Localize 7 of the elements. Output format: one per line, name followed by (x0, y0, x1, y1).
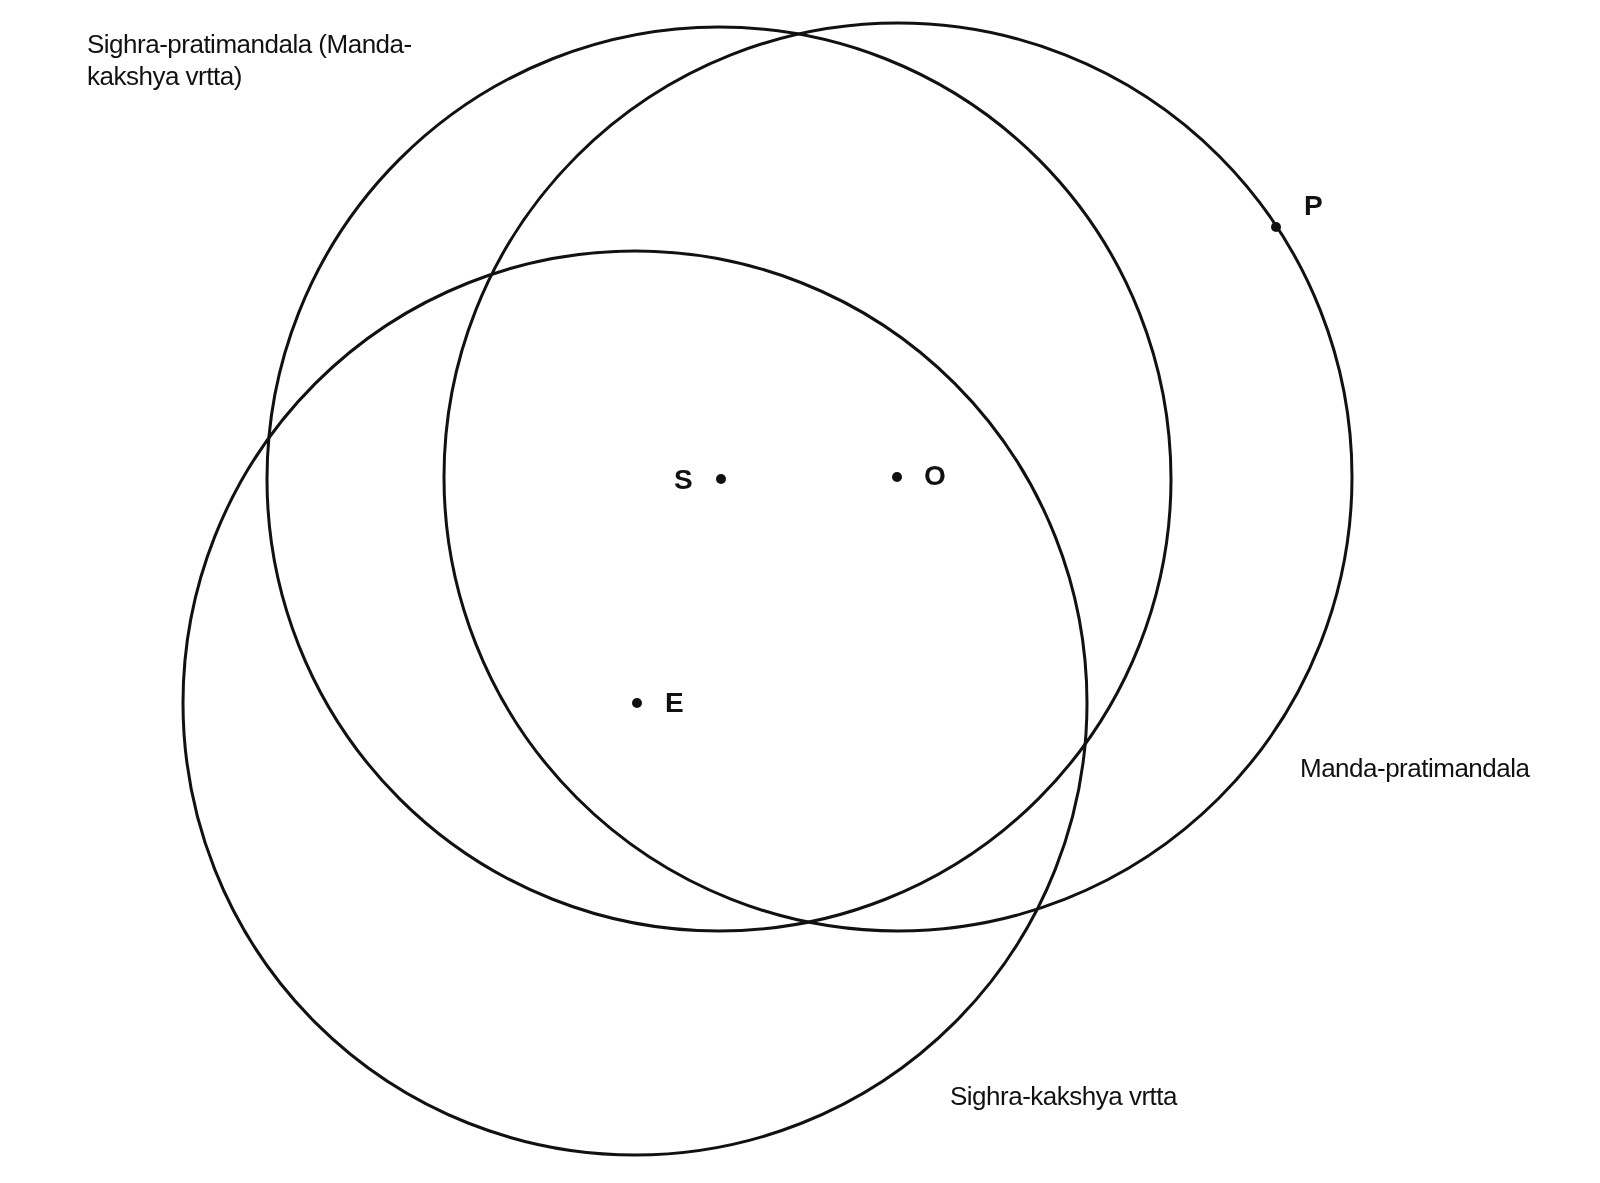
circle-label: Sighra-kakshya vrtta (950, 1080, 1179, 1112)
circle-label: Manda-pratimandala (1300, 752, 1531, 784)
point-label: E (665, 687, 684, 719)
point-label: S (674, 464, 693, 496)
point-label: O (924, 460, 946, 492)
point-label: P (1304, 190, 1323, 222)
circle-label: Sighra-pratimandala (Manda-kakshya vrtta) (87, 28, 413, 92)
